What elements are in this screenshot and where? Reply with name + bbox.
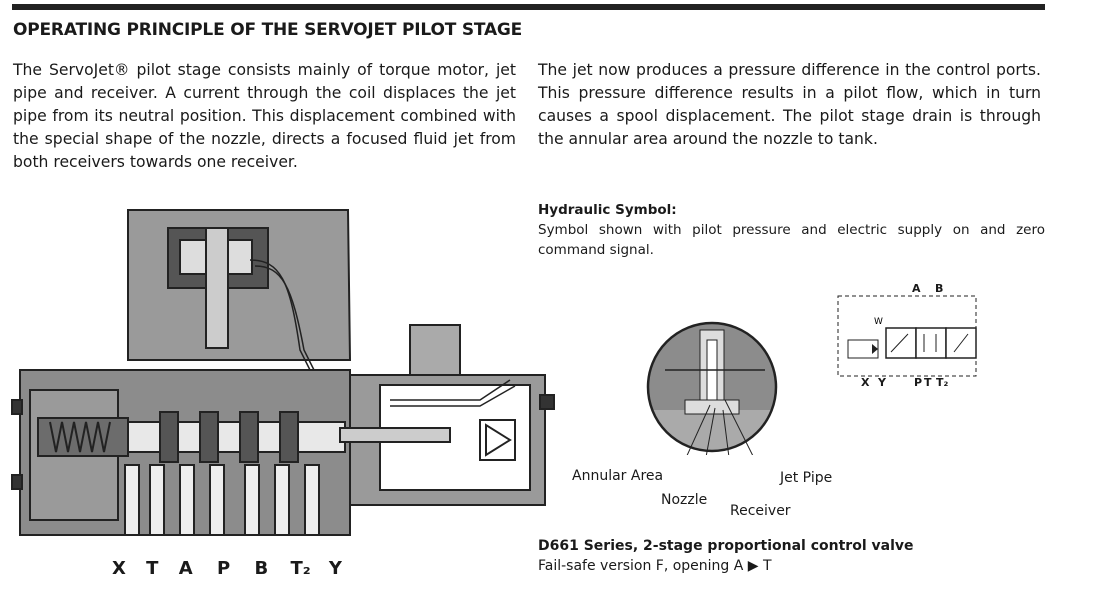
intro-paragraph-left: The ServoJet® pilot stage consists mainl… [13, 61, 516, 171]
symbol-port-t2: T₂ [936, 376, 949, 389]
port-label-t2: T₂ [290, 558, 311, 579]
label-receiver: Receiver [730, 503, 791, 519]
valve-cross-section-diagram [11, 209, 555, 536]
label-annular-area: Annular Area [572, 468, 664, 484]
port-label-a: A [178, 558, 193, 579]
symbol-port-p: P [914, 376, 923, 389]
symbol-port-b: B [935, 282, 944, 295]
top-rule [12, 4, 1045, 10]
svg-text:W: W [874, 317, 883, 327]
page-title: OPERATING PRINCIPLE OF THE SERVOJET PILO… [13, 20, 523, 40]
port-label-x: X [112, 558, 126, 579]
caption-title: D661 Series, 2-stage proportional contro… [538, 538, 914, 554]
hydraulic-symbol-diagram: W [837, 295, 977, 377]
port-label-p: P [216, 558, 231, 579]
symbol-port-a: A [912, 282, 921, 295]
symbol-port-y: Y [878, 376, 886, 389]
port-label-t: T [146, 558, 159, 579]
port-label-y: Y [328, 558, 342, 579]
symbol-port-x: X [861, 376, 870, 389]
nozzle-detail-diagram [646, 321, 778, 455]
hydraulic-symbol-description: Symbol shown with pilot pressure and ele… [538, 222, 1045, 258]
hydraulic-symbol-title: Hydraulic Symbol: [538, 202, 677, 218]
symbol-port-t: T [924, 376, 932, 389]
intro-paragraph-right: The jet now produces a pressure differen… [538, 61, 1041, 148]
label-jet-pipe: Jet Pipe [780, 470, 833, 486]
caption-subtitle: Fail-safe version F, opening A ▶ T [538, 558, 772, 574]
port-label-b: B [254, 558, 269, 579]
valve-port-labels: X T A P B T₂ Y [112, 558, 342, 579]
label-nozzle: Nozzle [661, 492, 708, 508]
